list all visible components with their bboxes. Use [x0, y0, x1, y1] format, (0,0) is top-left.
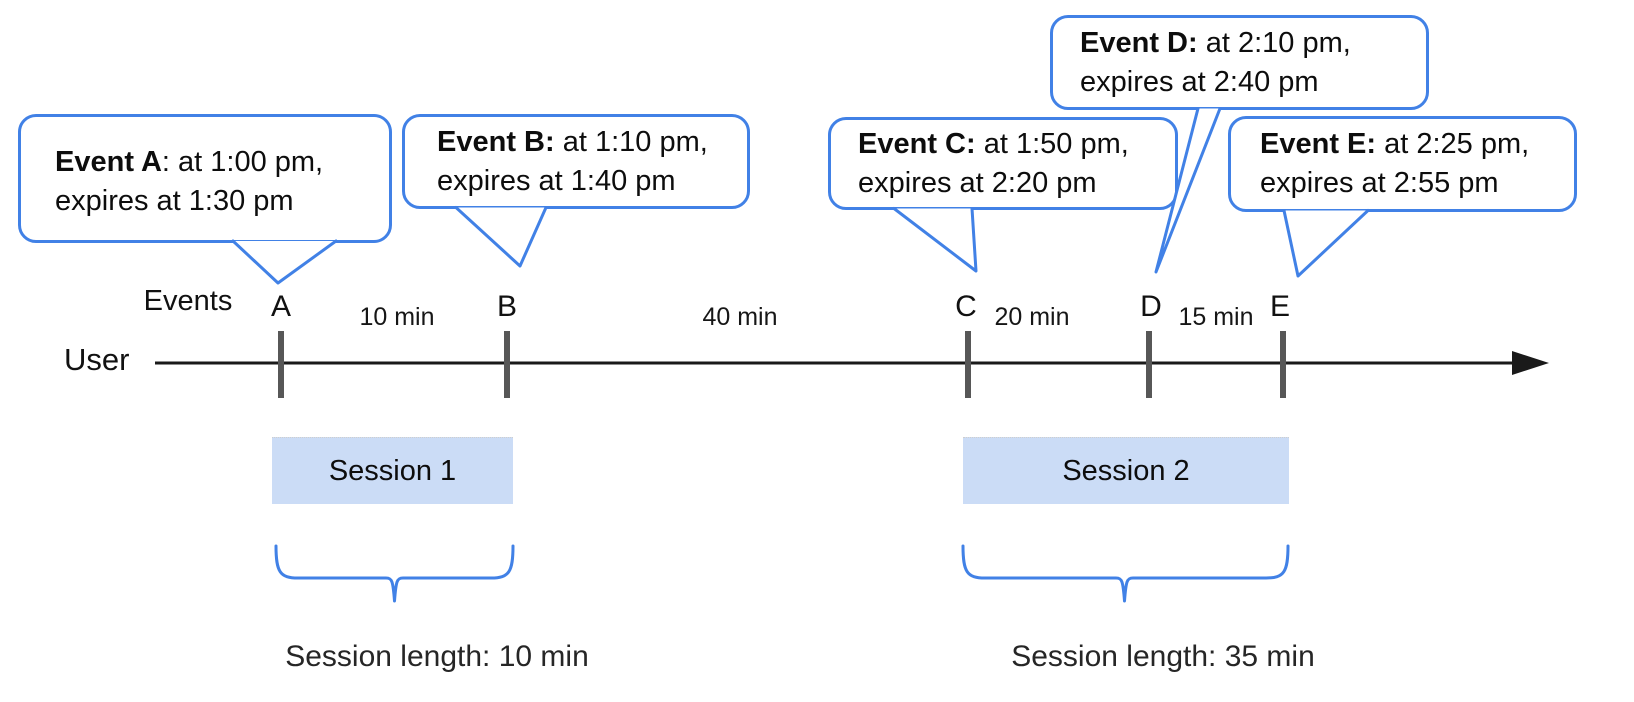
- event-d-line1: Event D: at 2:10 pm,: [1080, 26, 1351, 59]
- session-2-brace: [961, 544, 1290, 603]
- session-2-box: Session 2: [963, 437, 1289, 504]
- interval-d-e: 15 min: [1178, 303, 1254, 331]
- event-e-title: Event E:: [1260, 128, 1377, 160]
- interval-a-b: 10 min: [359, 303, 435, 331]
- interval-b-c: 40 min: [702, 303, 778, 331]
- event-b-tail: [454, 206, 548, 268]
- session-1-brace: [274, 544, 515, 603]
- tick-c: [965, 331, 971, 398]
- event-a-line2: expires at 1:30 pm: [55, 184, 294, 217]
- event-b-letter: B: [496, 290, 518, 323]
- session-1-length: Session length: 10 min: [285, 640, 589, 673]
- tick-e: [1280, 331, 1286, 398]
- event-b-title: Event B:: [437, 125, 555, 158]
- event-b-line1: Event B: at 1:10 pm,: [437, 125, 708, 158]
- user-axis-label: User: [64, 342, 130, 377]
- event-a-tail: [231, 239, 338, 285]
- event-a-title: Event A: [55, 145, 162, 178]
- events-axis-label: Events: [143, 285, 233, 317]
- session-1-box: Session 1: [272, 437, 513, 504]
- event-c-tail: [892, 207, 978, 273]
- event-b-callout: Event B: at 1:10 pm, expires at 1:40 pm: [402, 114, 750, 209]
- event-a-letter: A: [270, 290, 292, 323]
- event-e-line1: Event E: at 2:25 pm,: [1260, 128, 1530, 160]
- event-d-line2: expires at 2:40 pm: [1080, 65, 1319, 98]
- session-2-length: Session length: 35 min: [1011, 640, 1315, 673]
- event-c-title: Event C:: [858, 127, 976, 160]
- event-c-letter: C: [955, 290, 977, 323]
- interval-c-d: 20 min: [994, 303, 1070, 331]
- timeline-arrowhead-icon: [1512, 351, 1549, 375]
- event-a-line1: Event A: at 1:00 pm,: [55, 145, 324, 178]
- event-d-letter: D: [1140, 290, 1162, 323]
- event-b-line2: expires at 1:40 pm: [437, 164, 676, 197]
- event-d-callout: Event D: at 2:10 pm, expires at 2:40 pm: [1050, 15, 1429, 110]
- tick-a: [278, 331, 284, 398]
- event-c-callout: Event C: at 1:50 pm, expires at 2:20 pm: [828, 117, 1178, 210]
- event-e-line2: expires at 2:55 pm: [1260, 167, 1499, 199]
- event-c-line2: expires at 2:20 pm: [858, 166, 1097, 199]
- event-e-callout: Event E: at 2:25 pm, expires at 2:55 pm: [1228, 116, 1577, 212]
- event-d-title: Event D:: [1080, 26, 1198, 59]
- tick-d: [1146, 331, 1152, 398]
- session-2-label: Session 2: [1062, 454, 1190, 487]
- session-1-label: Session 1: [328, 454, 457, 487]
- event-c-line1: Event C: at 1:50 pm,: [858, 127, 1129, 160]
- tick-b: [504, 331, 510, 398]
- event-e-tail: [1282, 209, 1370, 278]
- event-e-letter: E: [1269, 290, 1291, 323]
- event-a-callout: Event A: at 1:00 pm, expires at 1:30 pm: [18, 114, 392, 243]
